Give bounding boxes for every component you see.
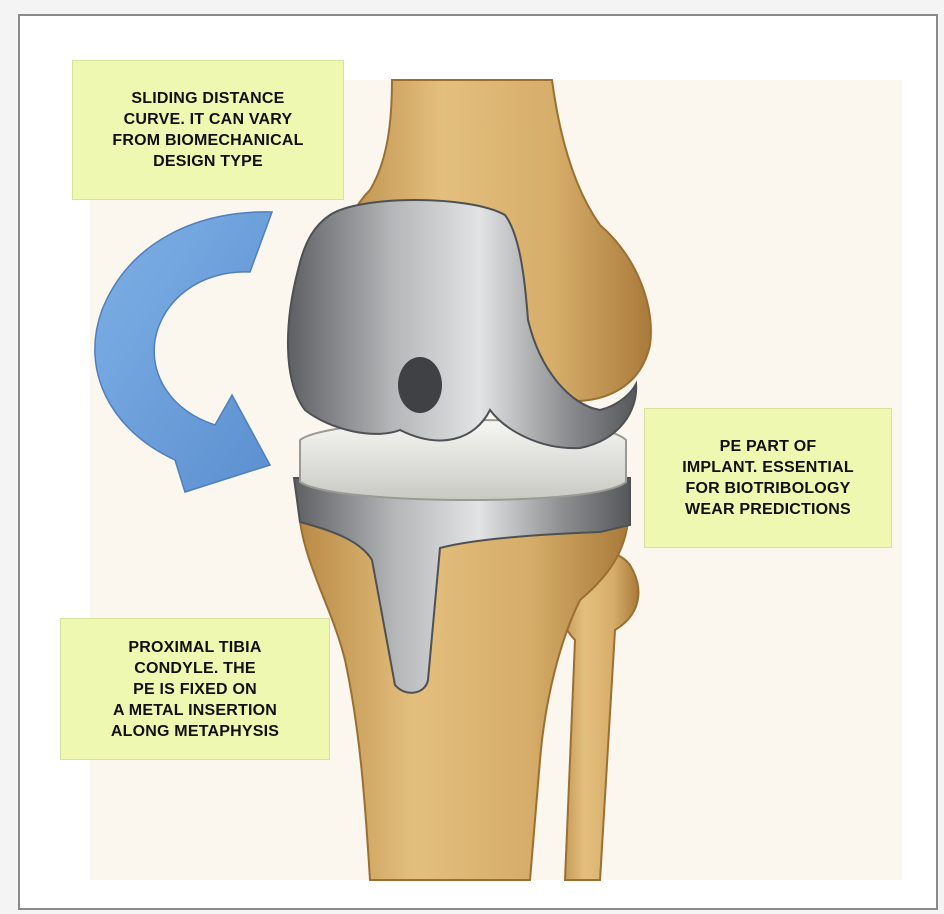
callout-pe-part: PE PART OF IMPLANT. ESSENTIAL FOR BIOTRI… [644, 408, 892, 548]
femoral-notch [398, 357, 442, 413]
callout-proximal-tibia: PROXIMAL TIBIA CONDYLE. THE PE IS FIXED … [60, 618, 330, 760]
callout-tibia-text: PROXIMAL TIBIA CONDYLE. THE PE IS FIXED … [111, 637, 279, 742]
callout-sliding-text: SLIDING DISTANCE CURVE. IT CAN VARY FROM… [112, 88, 303, 172]
callout-sliding-distance: SLIDING DISTANCE CURVE. IT CAN VARY FROM… [72, 60, 344, 200]
callout-pe-text: PE PART OF IMPLANT. ESSENTIAL FOR BIOTRI… [682, 436, 854, 520]
